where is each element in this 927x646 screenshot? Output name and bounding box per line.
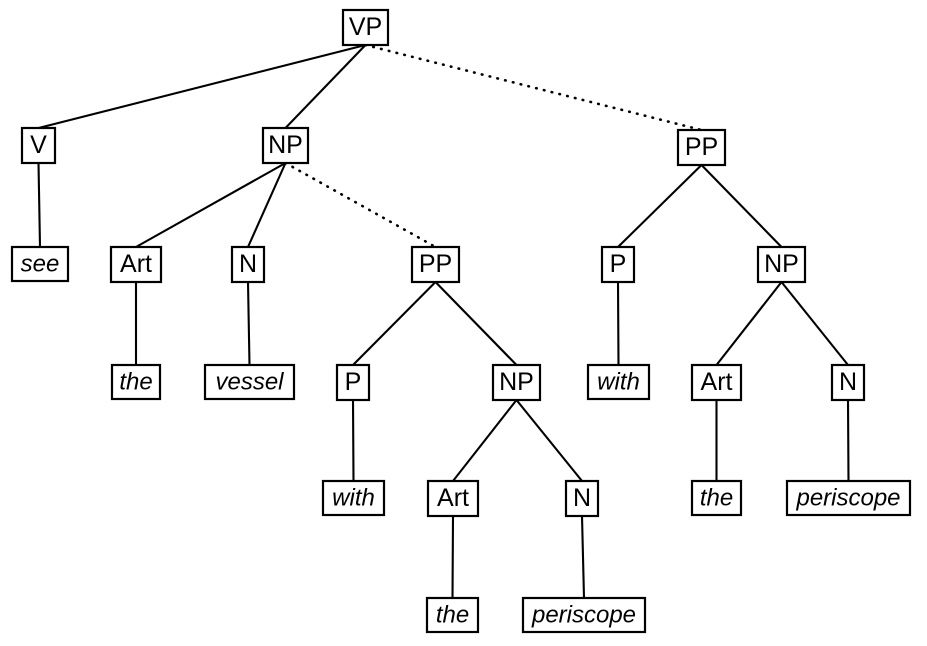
leaf-node-see: see (10, 245, 70, 283)
node-border (321, 479, 386, 517)
category-node-p_mid: P (335, 363, 371, 402)
node-border (564, 479, 600, 518)
category-node-n_mid: N (564, 479, 600, 518)
category-node-np_mid: NP (491, 363, 542, 402)
tree-edge-n_right-to-peri_right (846, 399, 850, 482)
leaf-node-peri_right: periscope (785, 479, 912, 517)
node-border (600, 245, 636, 284)
node-border (425, 596, 480, 634)
tree-edge-pp_right-to-np_right (700, 164, 783, 248)
category-node-np1: NP (261, 126, 310, 165)
node-label: periscope (531, 601, 636, 628)
node-label: the (436, 601, 469, 628)
node-border (830, 363, 866, 402)
tree-edge-pp_mid-to-np_mid (434, 281, 518, 366)
node-border (756, 245, 807, 284)
edge-layer (37, 43, 850, 599)
category-node-p_right: P (600, 245, 636, 284)
leaf-node-the_mid: the (425, 596, 480, 634)
node-label: V (30, 131, 47, 159)
node-label: PP (685, 133, 718, 161)
leaf-node-the_right: the (690, 479, 743, 517)
category-node-pp_mid: PP (410, 245, 461, 284)
node-border (230, 245, 266, 284)
tree-edge-np1-to-n1 (247, 162, 287, 248)
node-label: N (839, 368, 857, 396)
category-node-art_right: Art (690, 363, 743, 402)
tree-edge-n1-to-vessel (246, 281, 251, 366)
node-border (785, 479, 912, 517)
node-label: Art (701, 368, 733, 396)
tree-edge-vp-to-np1 (284, 44, 367, 129)
node-border (426, 479, 480, 518)
tree-edge-np_right-to-art_right (715, 281, 783, 366)
node-label: NP (764, 250, 799, 278)
leaf-node-with_mid: with (321, 479, 386, 517)
node-label: PP (419, 250, 452, 278)
tree-edge-np_mid-to-art_mid (452, 399, 518, 482)
node-border (690, 363, 743, 402)
node-border (10, 245, 70, 283)
tree-edge-pp_right-to-p_right (617, 164, 703, 248)
node-border (261, 126, 310, 165)
leaf-node-peri_mid: periscope (521, 596, 647, 634)
category-node-n_right: N (830, 363, 866, 402)
node-border (20, 126, 57, 165)
node-label: NP (499, 368, 534, 396)
leaf-node-the1: the (110, 363, 162, 401)
category-node-art_mid: Art (426, 479, 480, 518)
node-border (341, 8, 390, 47)
tree-edge-pp_mid-to-p_mid (352, 281, 437, 366)
tree-edge-np1-to-pp_mid (284, 161, 437, 249)
tree-edge-p_mid-to-with_mid (351, 399, 355, 482)
node-border (586, 363, 651, 401)
category-node-n1: N (230, 245, 266, 284)
node-label: with (597, 368, 640, 395)
node-label: N (573, 484, 591, 512)
node-label: vessel (215, 368, 284, 395)
node-label: N (239, 250, 257, 278)
category-node-v: V (20, 126, 57, 165)
node-label: Art (437, 484, 469, 512)
node-border (521, 596, 647, 634)
node-border (335, 363, 371, 402)
leaf-node-with_right: with (586, 363, 651, 401)
tree-edge-np1-to-art1 (135, 162, 287, 248)
category-node-np_right: NP (756, 245, 807, 284)
category-node-art1: Art (109, 245, 163, 284)
tree-edge-n_mid-to-peri_mid (580, 515, 586, 599)
category-node-pp_right: PP (676, 128, 727, 167)
tree-edge-vp-to-v (38, 43, 366, 130)
node-border (110, 363, 162, 401)
node-border (410, 245, 461, 284)
node-label: periscope (795, 484, 900, 511)
node-label: P (345, 368, 362, 396)
node-label: P (610, 250, 627, 278)
node-border (203, 363, 296, 401)
node-label: NP (268, 131, 303, 159)
tree-edge-p_right-to-with_right (616, 281, 620, 366)
node-label: the (119, 368, 152, 395)
tree-edge-art_mid-to-the_mid (451, 515, 455, 599)
category-node-vp: VP (341, 8, 390, 47)
node-border (109, 245, 163, 284)
tree-edge-np_mid-to-n_mid (515, 399, 583, 482)
leaf-node-vessel: vessel (203, 363, 296, 401)
node-border (491, 363, 542, 402)
node-border (690, 479, 743, 517)
node-label: Art (120, 250, 152, 278)
tree-edge-np_right-to-n_right (780, 281, 849, 366)
node-label: the (700, 484, 733, 511)
node-label: see (21, 250, 60, 277)
node-label: VP (349, 13, 382, 41)
node-label: with (332, 484, 375, 511)
tree-edge-v-to-see (37, 162, 42, 248)
tree-edge-vp-to-pp_right (364, 43, 703, 132)
node-border (676, 128, 727, 167)
